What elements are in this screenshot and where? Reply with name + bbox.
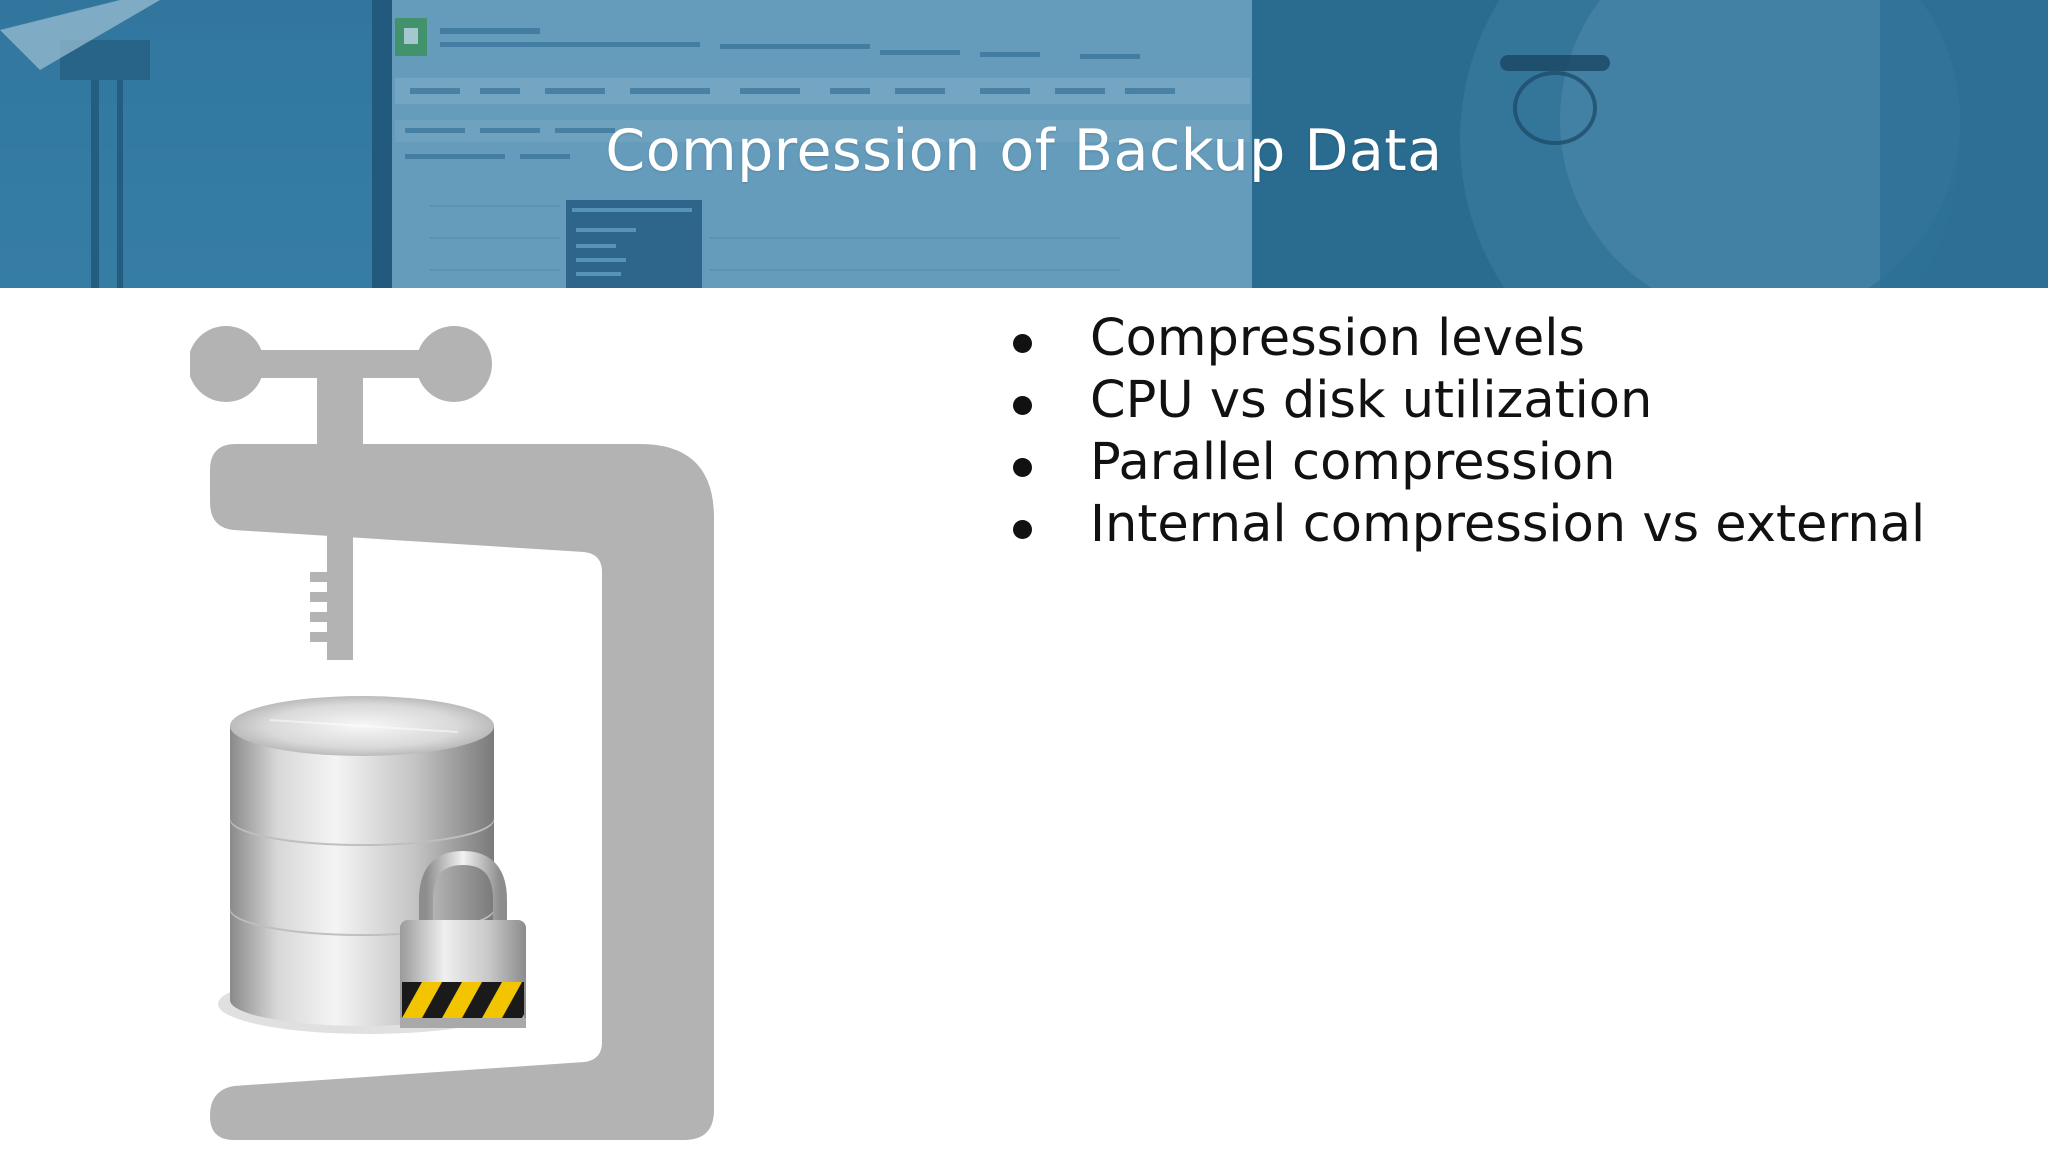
bullet-text: Internal compression vs external — [1090, 495, 1926, 554]
bullet-list: Compression levels CPU vs disk utilizati… — [1000, 308, 1925, 556]
clamp-icon — [190, 326, 714, 1140]
banner-background-photo — [0, 0, 2048, 288]
bullet-dot-icon — [1013, 458, 1032, 477]
padlock-icon — [400, 850, 526, 1028]
compressed-database-illustration — [190, 326, 714, 1140]
bullet-dot-icon — [1013, 396, 1032, 415]
bullet-text: CPU vs disk utilization — [1090, 371, 1653, 430]
bullet-item: Parallel compression — [1000, 432, 1925, 494]
bullet-text: Compression levels — [1090, 309, 1585, 368]
bullet-item: CPU vs disk utilization — [1000, 370, 1925, 432]
database-icon — [218, 696, 518, 1034]
bullet-dot-icon — [1013, 520, 1032, 539]
bullet-dot-icon — [1013, 334, 1032, 353]
slide-title: Compression of Backup Data — [605, 118, 1443, 184]
bullet-item: Compression levels — [1000, 308, 1925, 370]
bullet-text: Parallel compression — [1090, 433, 1616, 492]
header-banner: Compression of Backup Data — [0, 0, 2048, 288]
bullet-item: Internal compression vs external — [1000, 494, 1925, 556]
